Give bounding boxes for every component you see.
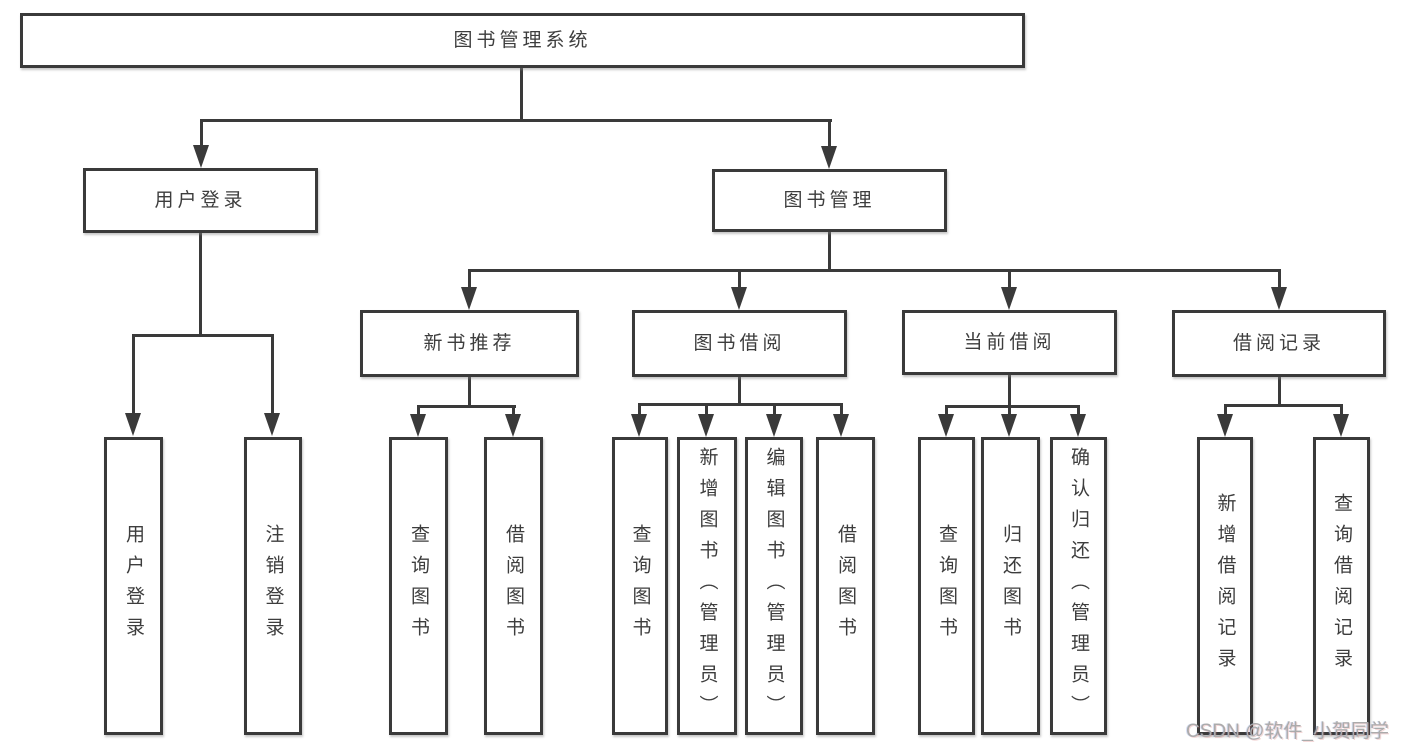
arrow-down-icon <box>821 146 837 169</box>
arrow-down-icon <box>264 413 280 436</box>
connector-line <box>417 405 420 417</box>
node-label: 用户登录 <box>154 190 247 211</box>
connector-line <box>1077 405 1080 417</box>
node-label: 查询借阅记录 <box>1331 493 1352 679</box>
arrow-down-icon <box>1001 287 1017 310</box>
connector-line <box>1278 377 1281 407</box>
node-label: 查询图书 <box>408 524 429 648</box>
connector-line <box>132 334 135 416</box>
arrow-down-icon <box>193 145 209 168</box>
node-label: 图书借阅 <box>693 333 786 354</box>
node-label: 归还图书 <box>1000 524 1021 648</box>
connector-line <box>1340 404 1343 417</box>
leaf-confirm-return-admin: 确认归还（管理员） <box>1050 437 1107 735</box>
connector-line <box>512 405 515 417</box>
connector-line <box>520 68 523 121</box>
leaf-add-book-admin: 新增图书（管理员） <box>677 437 737 735</box>
connector-line <box>200 119 203 149</box>
arrow-down-icon <box>833 414 849 437</box>
arrow-down-icon <box>938 414 954 437</box>
connector-line <box>199 233 202 337</box>
arrow-down-icon <box>461 287 477 310</box>
connector-line <box>840 403 843 416</box>
leaf-query-borrow-record: 查询借阅记录 <box>1313 437 1370 735</box>
watermark: CSDN @软件_小贺同学 <box>1186 721 1389 742</box>
connector-line <box>1278 269 1281 290</box>
node-label: 用户登录 <box>123 524 144 648</box>
connector-line <box>945 405 948 417</box>
arrow-down-icon <box>766 414 782 437</box>
arrow-down-icon <box>1217 414 1233 437</box>
arrow-down-icon <box>1070 414 1086 437</box>
node-label: 当前借阅 <box>963 332 1056 353</box>
connector-line <box>1008 269 1011 290</box>
node-label: 借阅图书 <box>835 524 856 648</box>
connector-line <box>468 269 471 290</box>
leaf-query-books-1: 查询图书 <box>389 437 448 735</box>
connector-line <box>945 405 1080 408</box>
arrow-down-icon <box>698 414 714 437</box>
node-label: 确认归还（管理员） <box>1068 446 1089 726</box>
connector-line <box>1224 404 1227 417</box>
node-label: 新增图书（管理员） <box>696 446 718 726</box>
node-label: 借阅图书 <box>503 524 524 648</box>
node-label: 图书管理 <box>783 190 876 211</box>
arrow-down-icon <box>1001 414 1017 437</box>
connector-line <box>417 405 516 408</box>
connector-line <box>773 403 776 416</box>
connector-line <box>638 403 641 416</box>
leaf-user-login: 用户登录 <box>104 437 163 735</box>
node-current-borrowing: 当前借阅 <box>902 310 1117 375</box>
leaf-add-borrow-record: 新增借阅记录 <box>1197 437 1253 735</box>
connector-line <box>828 119 831 149</box>
node-label: 查询图书 <box>936 524 957 648</box>
connector-line <box>468 377 471 408</box>
connector-line <box>271 334 274 416</box>
node-new-book-recommendation: 新书推荐 <box>360 310 579 377</box>
connector-line <box>738 269 741 290</box>
connector-line <box>705 403 708 416</box>
arrow-down-icon <box>125 413 141 436</box>
leaf-return-books: 归还图书 <box>981 437 1040 735</box>
connector-line <box>1224 404 1343 407</box>
leaf-borrow-books-2: 借阅图书 <box>816 437 875 735</box>
connector-line <box>828 232 831 272</box>
arrow-down-icon <box>1271 287 1287 310</box>
arrow-down-icon <box>631 414 647 437</box>
connector-line <box>738 377 741 406</box>
node-label: 新增借阅记录 <box>1214 493 1236 679</box>
arrow-down-icon <box>410 414 426 437</box>
node-label: 借阅记录 <box>1232 333 1325 354</box>
node-label: 新书推荐 <box>423 333 516 354</box>
arrow-down-icon <box>1333 414 1349 437</box>
node-label: 查询图书 <box>629 524 651 648</box>
connector-line <box>1008 405 1011 417</box>
connector-line <box>638 403 843 406</box>
node-book-borrowing: 图书借阅 <box>632 310 847 377</box>
node-label: 注销登录 <box>262 524 284 648</box>
node-book-management: 图书管理 <box>712 169 947 232</box>
leaf-logout-login: 注销登录 <box>244 437 302 735</box>
connector-line <box>200 119 832 122</box>
node-root: 图书管理系统 <box>20 13 1025 68</box>
connector-line <box>132 334 274 337</box>
node-label: 图书管理系统 <box>453 30 592 51</box>
connector-line <box>1008 375 1011 408</box>
leaf-query-books-3: 查询图书 <box>918 437 975 735</box>
leaf-edit-book-admin: 编辑图书（管理员） <box>745 437 803 735</box>
connector-line <box>468 269 1281 272</box>
node-user-login: 用户登录 <box>83 168 318 233</box>
arrow-down-icon <box>505 414 521 437</box>
leaf-query-books-2: 查询图书 <box>612 437 668 735</box>
leaf-borrow-books-1: 借阅图书 <box>484 437 543 735</box>
node-borrowing-records: 借阅记录 <box>1172 310 1386 377</box>
arrow-down-icon <box>731 287 747 310</box>
node-label: 编辑图书（管理员） <box>763 446 785 726</box>
